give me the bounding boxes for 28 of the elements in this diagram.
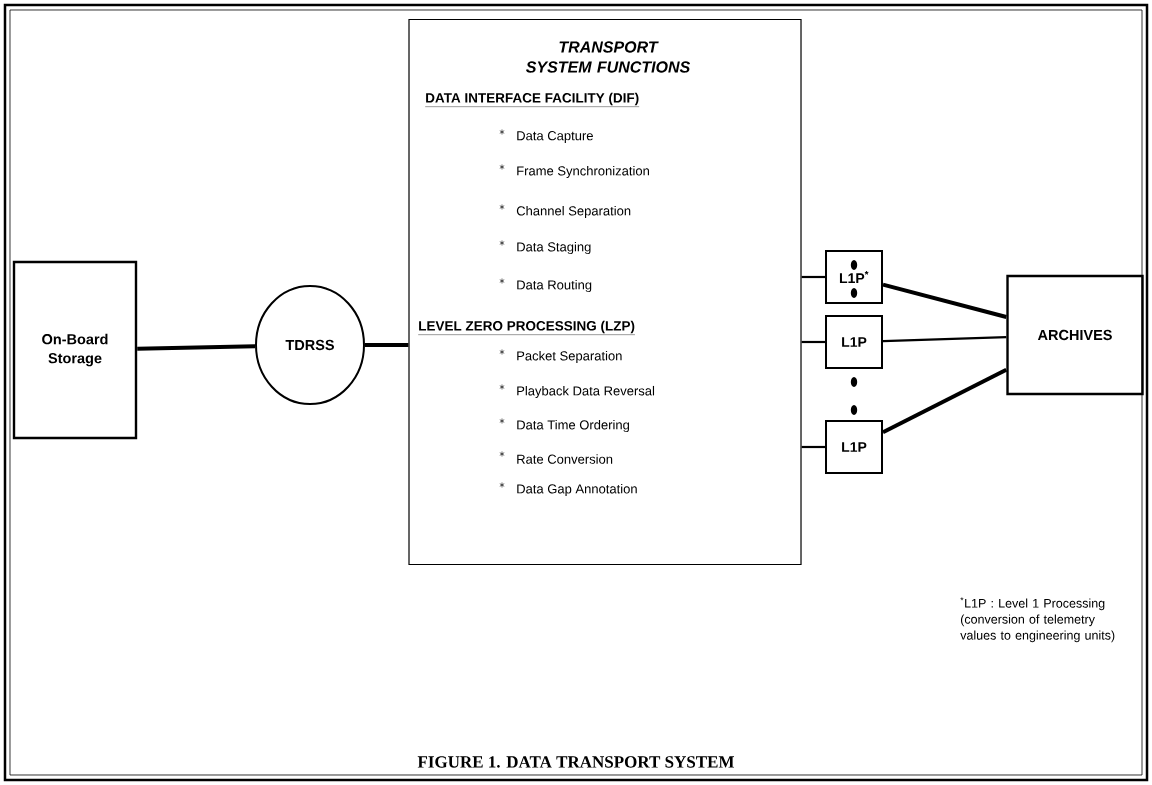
connector-line xyxy=(365,343,409,347)
connector-line xyxy=(882,282,1007,319)
processing-box: L1P xyxy=(825,420,883,474)
connector-line xyxy=(801,445,825,449)
processing-box: L1P$^{*}$ xyxy=(825,250,883,304)
list-item: Playback Data Reversal xyxy=(517,385,655,399)
list-item: Data Gap Annotation xyxy=(517,483,637,497)
connector-line xyxy=(882,336,1007,343)
list-item: Data Routing xyxy=(517,279,592,293)
list-item: Packet Separation xyxy=(517,350,622,364)
processing-box: L1P xyxy=(825,315,883,369)
list-item: Data Capture xyxy=(517,131,593,143)
footnote-text: $^{*}$L1P : Level 1 Processing (conversion of telemetry values to engineering units) xyxy=(960,597,1115,643)
list-item: Rate Conversion xyxy=(517,454,613,464)
connector-line xyxy=(882,367,1008,435)
list-item: Frame Synchronization xyxy=(517,165,649,179)
figure-caption: FIGURE 1. DATA TRANSPORT SYSTEM xyxy=(417,756,734,768)
storage-box: On-Board Storage xyxy=(12,260,138,440)
section-heading: LEVEL ZERO PROCESSING (LZP) xyxy=(418,320,636,335)
box-title: TRANSPORT SYSTEM FUNCTIONS xyxy=(525,41,691,73)
section-heading: DATA INTERFACE FACILITY (DIF) xyxy=(425,92,640,107)
list-item: Channel Separation xyxy=(516,205,631,219)
list-item: Data Staging xyxy=(517,241,591,255)
connector-line xyxy=(801,340,825,344)
connector-line xyxy=(801,275,825,279)
connector-line xyxy=(137,344,256,351)
archives-box: ARCHIVES xyxy=(1006,274,1144,396)
list-item: Data Time Ordering xyxy=(517,419,629,433)
